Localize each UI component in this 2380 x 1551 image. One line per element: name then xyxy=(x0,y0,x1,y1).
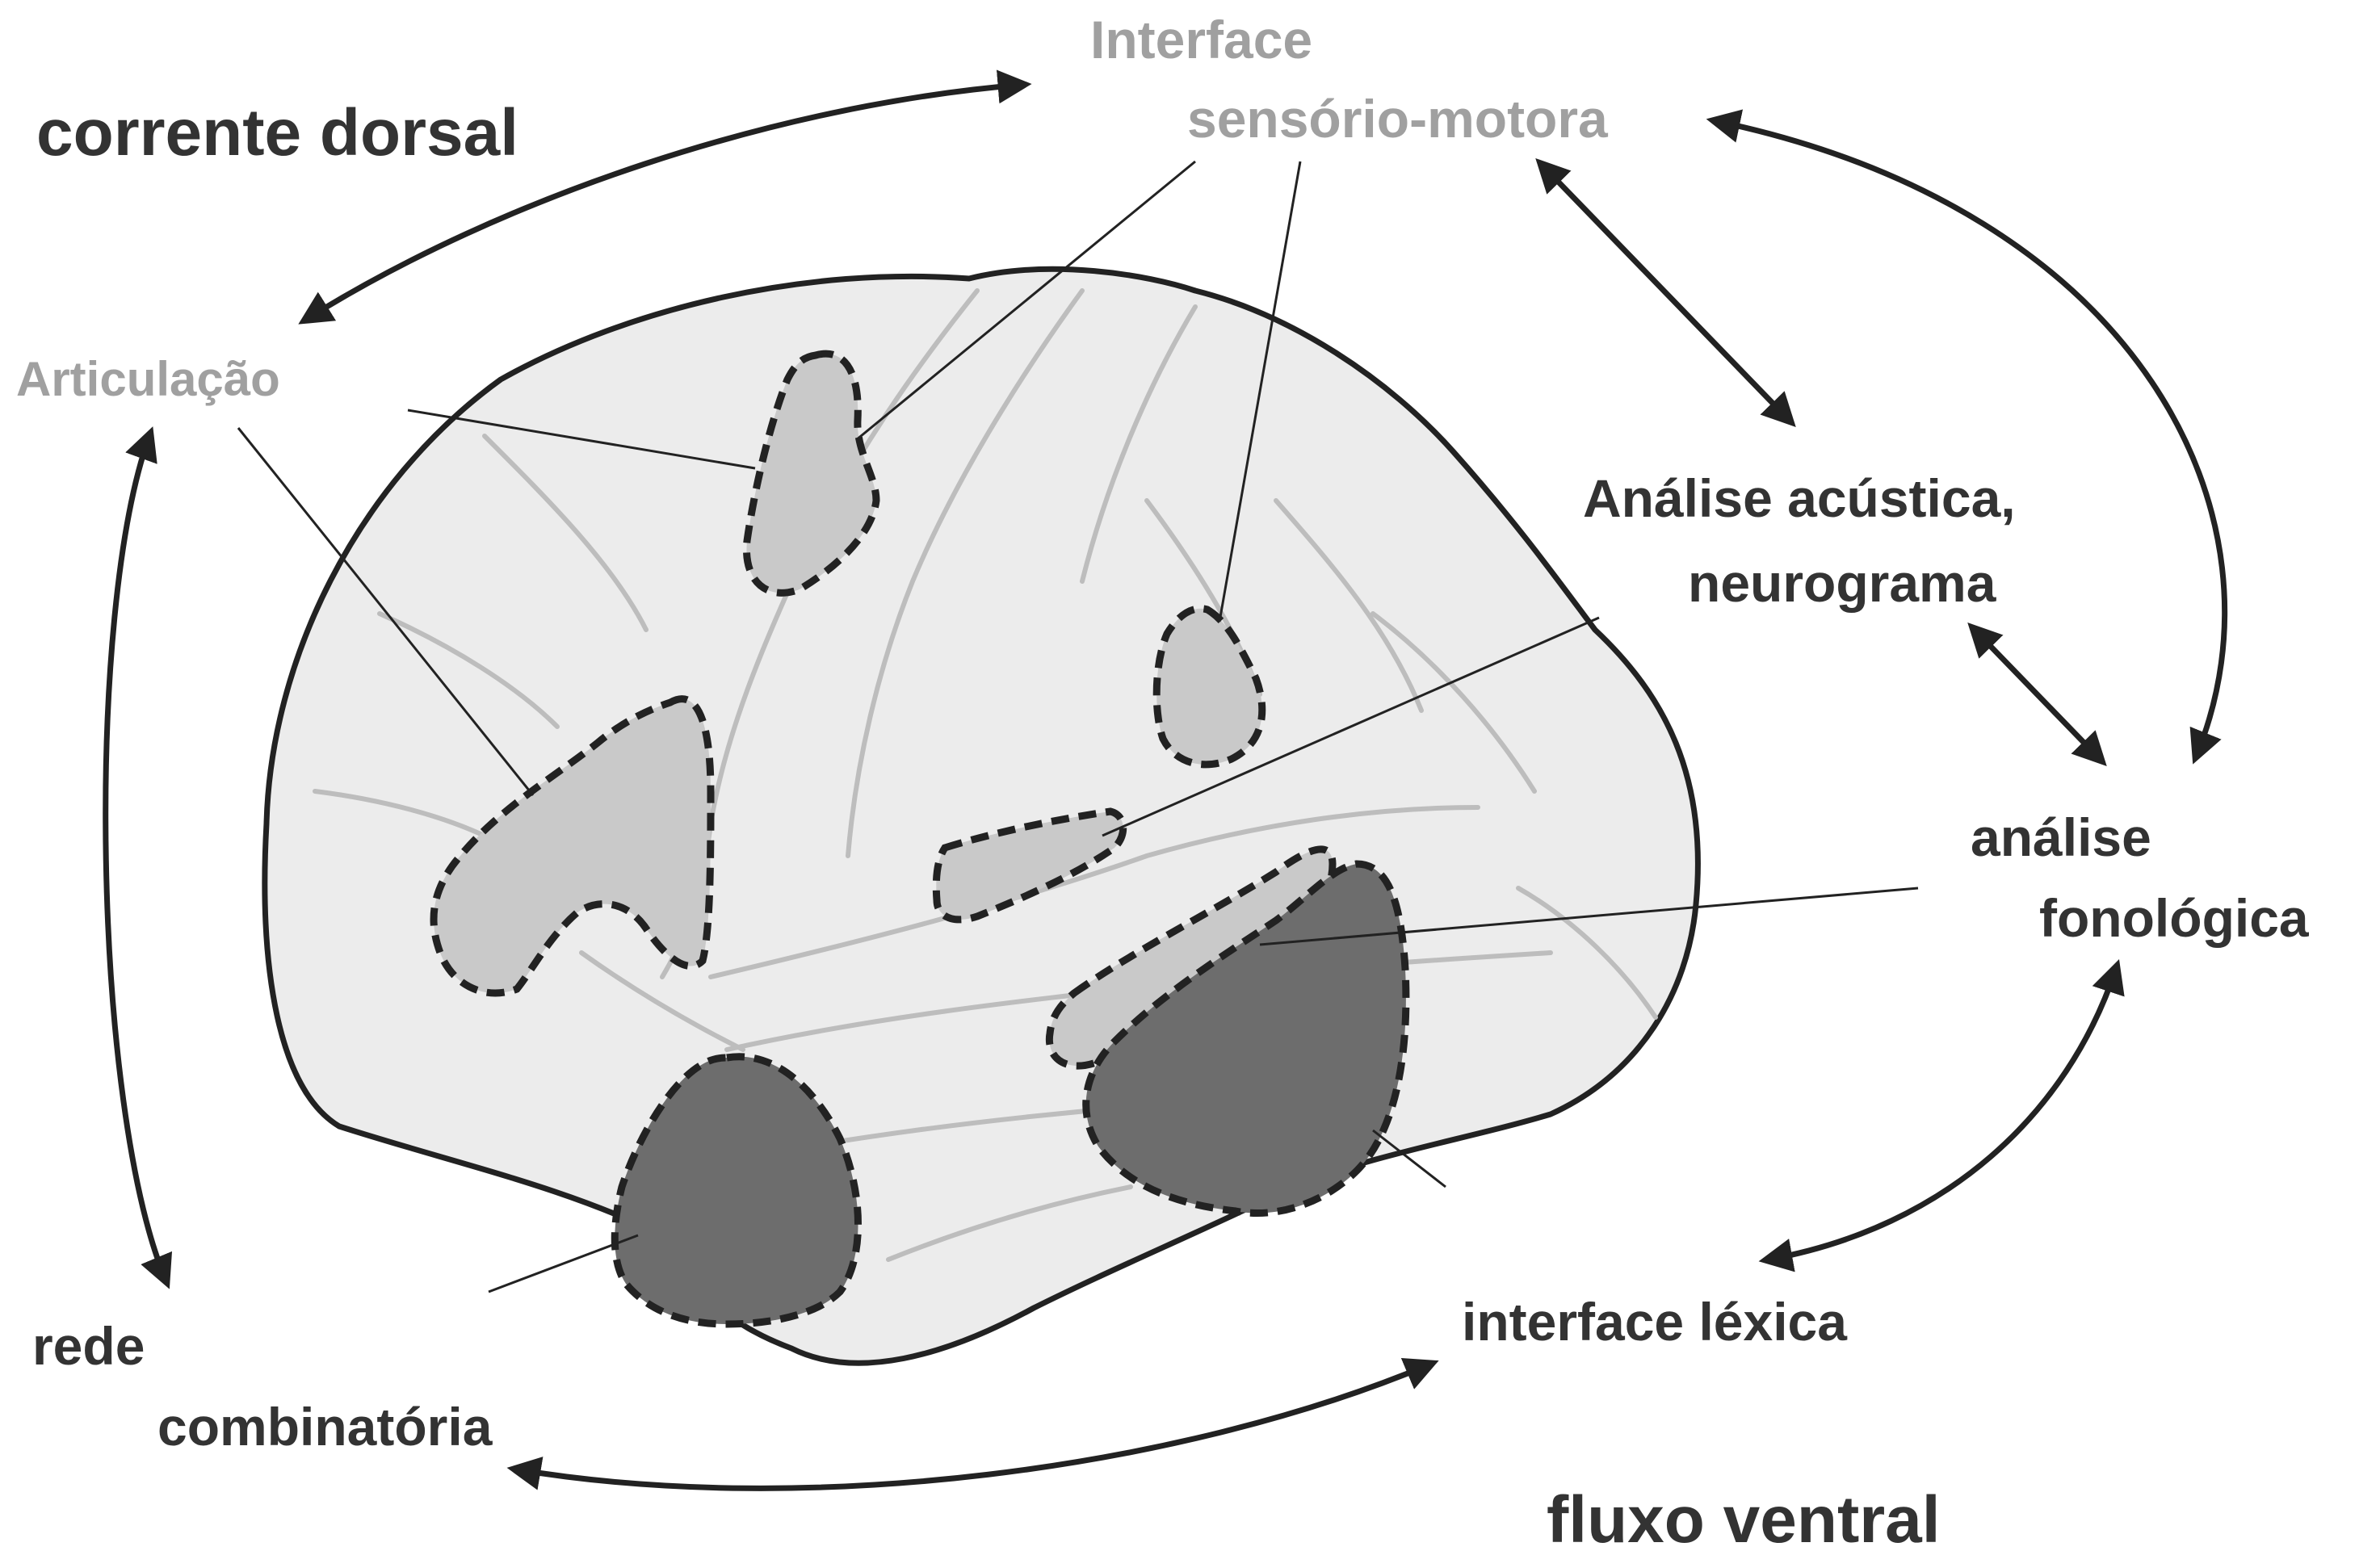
label-dorsal-stream: corrente dorsal xyxy=(36,96,518,170)
brain-outline xyxy=(265,269,1698,1363)
label-sensorimotor-interface-line2: sensório-motora xyxy=(1187,89,1609,149)
arrow-articulation-combinatorial xyxy=(106,436,166,1280)
arrow-sensorimotor-phonological xyxy=(1716,121,2225,755)
arrow-acoustic-phonological xyxy=(1975,630,2100,759)
arrow-sensorimotor-acoustic xyxy=(1543,166,1789,420)
arrow-phonological-lexical xyxy=(1769,969,2116,1260)
label-combinatorial-network-line2: combinatória xyxy=(157,1397,493,1457)
arrow-combinatorial-lexical xyxy=(517,1364,1429,1488)
label-combinatorial-network-line1: rede xyxy=(32,1316,145,1376)
label-acoustic-analysis-line2: neurograma xyxy=(1688,553,1997,613)
label-phonological-analysis-line1: análise xyxy=(1971,807,2151,867)
label-sensorimotor-interface-line1: Interface xyxy=(1090,10,1312,69)
label-articulation: Articulação xyxy=(16,352,280,406)
label-ventral-stream: fluxo ventral xyxy=(1547,1483,1941,1551)
label-acoustic-analysis-line1: Análise acústica, xyxy=(1583,468,2016,528)
label-phonological-analysis-line2: fonológica xyxy=(2039,888,2310,948)
label-lexical-interface: interface léxica xyxy=(1462,1292,1848,1352)
